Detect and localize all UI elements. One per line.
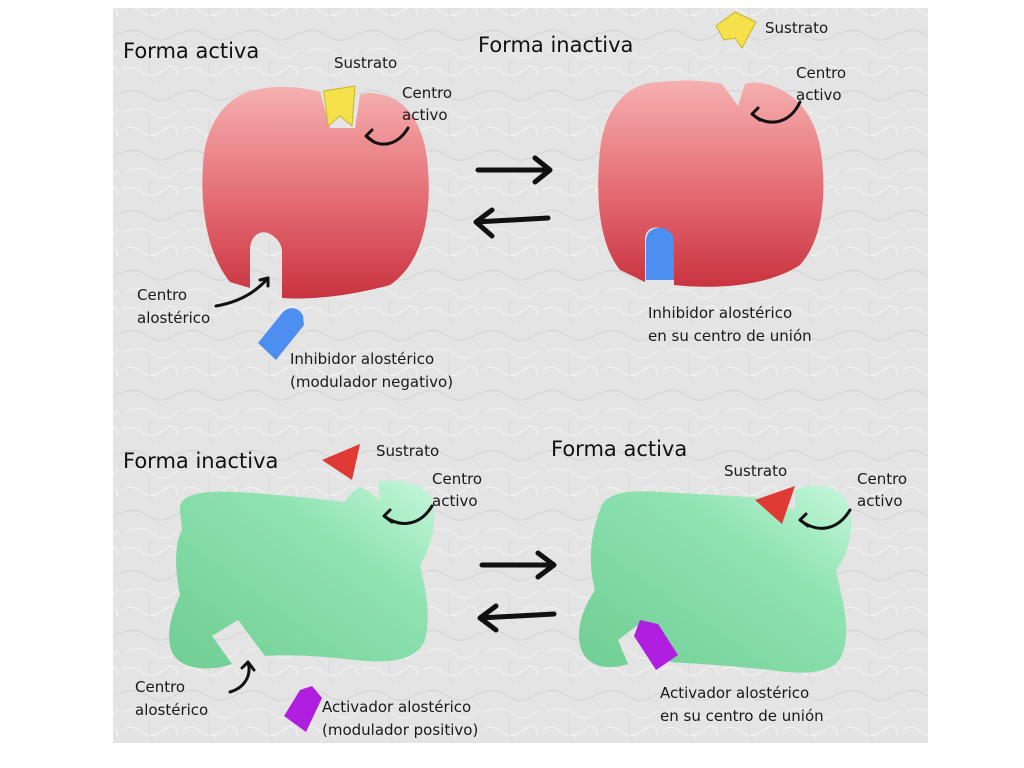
label-substrate: Sustrato <box>334 54 397 72</box>
label-active-site-line1: Centro <box>432 470 482 488</box>
label-bound-inhibitor-line2: en su centro de unión <box>648 327 812 345</box>
label-active-site-line2: activo <box>432 492 478 510</box>
label-bound-activator-line1: Activador alostérico <box>660 684 809 702</box>
pointer-arrow <box>364 126 410 146</box>
activator-purple-bound <box>634 620 678 670</box>
pointer-arrow <box>382 504 434 525</box>
label-activator-line1: Activador alostérico <box>322 698 471 716</box>
label-substrate: Sustrato <box>724 462 787 480</box>
substrate-yellow-free <box>715 11 757 49</box>
title-inactive-form-bottom: Forma inactiva <box>123 449 278 473</box>
title-active-form-bottom: Forma activa <box>551 437 687 461</box>
equilibrium-arrows-bottom <box>477 550 557 633</box>
pointer-arrow <box>798 508 852 530</box>
label-allosteric-site-line1: Centro <box>137 286 187 304</box>
pointer-arrow <box>750 100 802 124</box>
label-active-site-line1: Centro <box>857 470 907 488</box>
title-inactive-form-top: Forma inactiva <box>478 33 633 57</box>
label-bound-inhibitor-line1: Inhibidor alostérico <box>648 304 792 322</box>
enzyme-red-inactive-form <box>598 80 824 287</box>
label-allosteric-site-line1: Centro <box>135 678 185 696</box>
substrate-yellow-bound <box>323 85 356 128</box>
inhibitor-blue-free <box>258 308 304 360</box>
enzyme-green-active-form <box>579 485 852 673</box>
enzyme-green-inactive-form <box>169 480 435 669</box>
label-inhibitor-line2: (modulador negativo) <box>290 373 453 391</box>
inhibitor-blue-bound <box>646 228 674 280</box>
enzyme-red-active-form <box>202 86 429 299</box>
title-active-form-top: Forma activa <box>123 39 259 63</box>
label-active-site-line1: Centro <box>402 84 452 102</box>
label-active-site-line2: activo <box>402 106 448 124</box>
activator-purple-free <box>284 686 322 732</box>
label-allosteric-site-line2: alostérico <box>137 309 210 327</box>
pointer-arrow <box>214 276 270 308</box>
label-bound-activator-line2: en su centro de unión <box>660 707 824 725</box>
substrate-red-bound <box>755 486 795 524</box>
label-active-site-line1: Centro <box>796 64 846 82</box>
label-active-site-line2: activo <box>857 492 903 510</box>
label-substrate: Sustrato <box>765 19 828 37</box>
substrate-red-free <box>322 444 360 480</box>
equilibrium-arrows-top <box>473 155 553 239</box>
label-allosteric-site-line2: alostérico <box>135 701 208 719</box>
label-activator-line2: (modulador positivo) <box>322 721 478 739</box>
label-substrate: Sustrato <box>376 442 439 460</box>
label-inhibitor-line1: Inhibidor alostérico <box>290 350 434 368</box>
label-active-site-line2: activo <box>796 86 842 104</box>
pointer-arrow <box>228 660 256 694</box>
